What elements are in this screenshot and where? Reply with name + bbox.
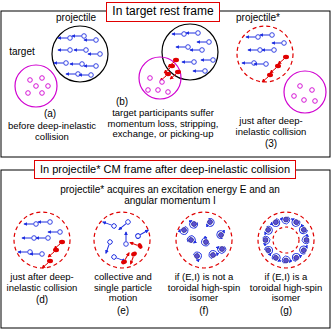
- frame-title: In target rest frame: [112, 4, 213, 18]
- caption-text: collective and single particle motion: [85, 272, 161, 304]
- panel-letter: (b): [116, 96, 128, 107]
- panel-letter: (d): [36, 294, 48, 305]
- frame-title-box: In projectile* CM frame after deep-inela…: [34, 160, 296, 179]
- stage-d: [14, 212, 70, 268]
- part-label: target: [9, 46, 35, 57]
- stage-b: [139, 24, 218, 99]
- caption-text: target participants suffer momentum loss…: [103, 108, 223, 140]
- stage-f: [176, 212, 232, 268]
- frame-title-box: In target rest frame: [106, 2, 219, 22]
- stage-g: [258, 212, 314, 268]
- panel-letter: (a): [44, 108, 56, 119]
- panel-letter: (f): [199, 305, 208, 316]
- part-label: projectile: [56, 12, 96, 23]
- panel-letter: (e): [117, 305, 129, 316]
- caption-text: if (E,I) is not a toroidal high-spin iso…: [165, 272, 243, 304]
- caption-text: just after deep-inelastic collision: [226, 116, 316, 137]
- caption-text: before deep-inelastic collision: [4, 121, 100, 142]
- stage-e: [94, 212, 150, 268]
- frame-title: In projectile* CM frame after deep-inela…: [40, 163, 290, 175]
- panel-letter: (3): [265, 138, 277, 149]
- panel-frame: [1, 170, 330, 328]
- panel-frame: [1, 11, 330, 157]
- panel-letter: (g): [280, 305, 292, 316]
- stage-a: [15, 26, 108, 107]
- caption-text: if (E,I) is a toroidal high-spin isomer: [248, 272, 324, 304]
- caption-text: just after deep-inelastic collision: [2, 272, 82, 293]
- note-text: projectile* acquires an excitation energ…: [50, 184, 290, 206]
- part-label: projectile*: [236, 12, 280, 23]
- stage-c: [237, 26, 326, 113]
